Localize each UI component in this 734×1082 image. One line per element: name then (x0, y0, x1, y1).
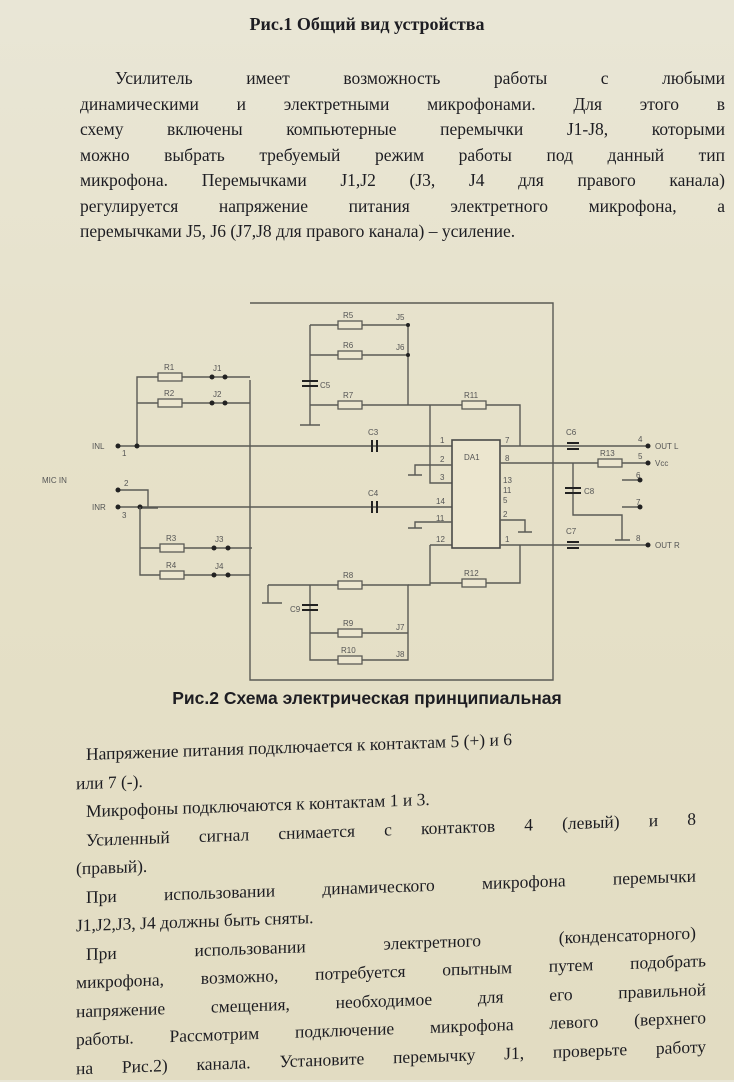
component-label: R9 (343, 619, 354, 628)
jumper-label: J2 (213, 390, 222, 399)
jumper-label: J3 (215, 535, 224, 544)
pin-label: 7 (636, 498, 641, 507)
component-label: R4 (166, 561, 177, 570)
port-label-out-l: OUT L (655, 442, 679, 451)
figure-1-caption: Рис.1 Общий вид устройства (249, 14, 485, 34)
chip-pin: 14 (436, 497, 445, 506)
text-line: динамическими и электретными микрофонами… (80, 93, 725, 114)
component-label: R1 (164, 363, 175, 372)
pin-label: 4 (638, 435, 643, 444)
figure-2-caption: Рис.2 Схема электрическая принципиальная (172, 688, 562, 708)
component-label: R2 (164, 389, 175, 398)
chip-pin: 2 (503, 510, 508, 519)
pin-label: 3 (122, 511, 127, 520)
component-label: R6 (343, 341, 354, 350)
jumper-label: J7 (396, 623, 405, 632)
text-line: Усилитель имеет возможность работы с люб… (115, 68, 725, 88)
pin-label: 8 (636, 534, 641, 543)
text-line: регулируется напряжение питания электрет… (80, 195, 725, 216)
port-label-inr: INR (92, 503, 106, 512)
chip-pin: 8 (505, 454, 510, 463)
jumper-label: J5 (396, 313, 405, 322)
chip-pin: 13 (503, 476, 512, 485)
intro-paragraph: Усилитель имеет возможность работы с люб… (80, 66, 725, 245)
component-label: R3 (166, 534, 177, 543)
chip-label: DA1 (464, 453, 480, 462)
chip-pin: 11 (436, 514, 445, 523)
component-label: R11 (464, 391, 479, 400)
pin-label: 5 (638, 452, 643, 461)
component-label: C3 (368, 428, 379, 437)
component-label: R7 (343, 391, 354, 400)
component-label: R12 (464, 569, 479, 578)
component-label: R10 (341, 646, 356, 655)
chip-pin: 5 (503, 496, 508, 505)
text-line: микрофона. Перемычками J1,J2 (J3, J4 для… (80, 170, 725, 190)
text-line: можно выбрать требуемый режим работы под… (80, 144, 725, 165)
component-label: C6 (566, 428, 577, 437)
pin-label: 6 (636, 471, 641, 480)
pin-label: 2 (124, 479, 129, 488)
port-label-out-r: OUT R (655, 541, 680, 550)
component-label: C9 (290, 605, 301, 614)
chip-pin: 12 (436, 535, 445, 544)
jumper-label: J6 (396, 343, 405, 352)
chip-pin: 3 (440, 473, 445, 482)
component-label: R8 (343, 571, 354, 580)
pin-label: 1 (122, 449, 127, 458)
chip-pin: 7 (505, 436, 510, 445)
jumper-label: J4 (215, 562, 224, 571)
port-label-vcc: Vcc (655, 459, 668, 468)
chip-pin: 1 (440, 436, 445, 445)
component-label: R5 (343, 311, 354, 320)
chip-pin: 1 (505, 535, 510, 544)
text-line: схему включены компьютерные перемычки J1… (80, 119, 725, 139)
jumper-label: J8 (396, 650, 405, 659)
port-label-mic-in: MIC IN (42, 476, 67, 485)
component-label: C7 (566, 527, 577, 536)
jumper-label: J1 (213, 364, 222, 373)
component-label: C8 (584, 487, 595, 496)
body-text: Напряжение питания подключается к контак… (76, 719, 706, 1082)
port-label-inl: INL (92, 442, 105, 451)
component-label: C4 (368, 489, 379, 498)
component-label: C5 (320, 381, 331, 390)
chip-pin: 11 (503, 486, 512, 495)
chip-pin: 2 (440, 455, 445, 464)
text-line: перемычками J5, J6 (J7,J8 для правого ка… (80, 221, 516, 241)
component-label: R13 (600, 449, 615, 458)
